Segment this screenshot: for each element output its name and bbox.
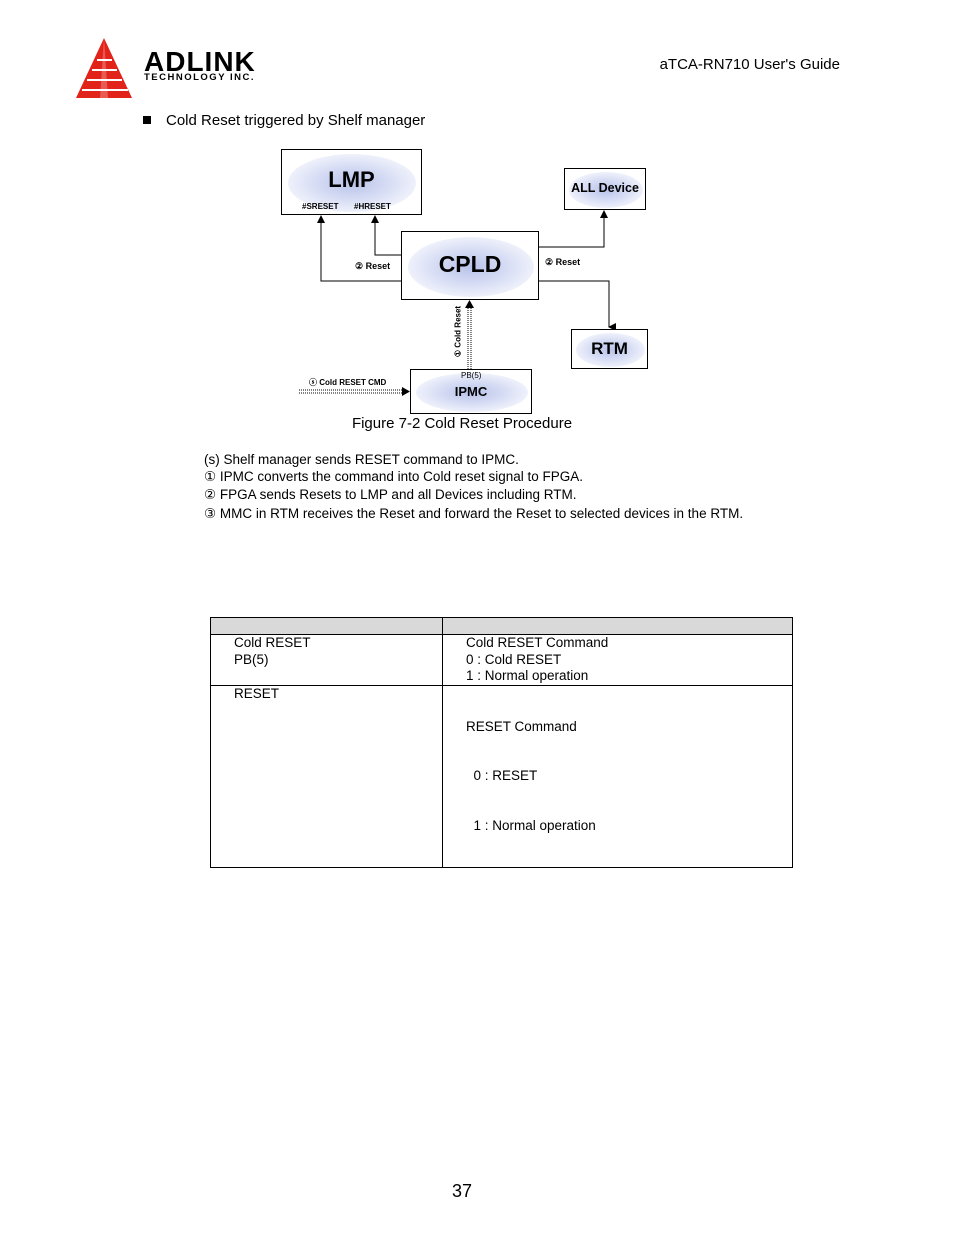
lmp-pin-sreset: #SRESET — [302, 202, 339, 211]
rtm-title: RTM — [591, 339, 628, 358]
signal-line: Cold RESET — [234, 635, 311, 650]
figure-caption: Figure 7-2 Cold Reset Procedure — [351, 415, 573, 432]
page-number: 37 — [451, 1181, 473, 1201]
lmp-block: LMP #SRESET #HRESET — [281, 149, 422, 215]
table-row: RESET RESET Command 0 : RESET 1 : Normal… — [210, 684, 793, 868]
signal-cell: RESET — [210, 684, 443, 868]
rtm-block: RTM — [571, 329, 648, 369]
table-row: Cold RESET PB(5) Cold RESET Command 0 : … — [210, 634, 793, 686]
description-line: 1 : Normal operation — [466, 668, 589, 683]
cpld-block: CPLD — [401, 231, 539, 300]
description-line: RESET Command — [466, 718, 577, 734]
step-s: (s) Shelf manager sends RESET command to… — [204, 452, 519, 467]
diagram-connectors — [299, 210, 616, 396]
table-header-row — [210, 617, 793, 635]
logo-text: ADLINK — [144, 46, 256, 77]
description-cell: Cold RESET Command 0 : Cold RESET 1 : No… — [442, 634, 793, 686]
cold-reset-diagram: LMP #SRESET #HRESET ALL Device CPLD RTM … — [0, 0, 954, 420]
logo-subtext: TECHNOLOGY INC. — [144, 72, 255, 83]
step-1: ① IPMC converts the command into Cold re… — [204, 469, 584, 484]
signal-line: RESET — [234, 685, 280, 701]
ipmc-title: IPMC — [454, 384, 488, 399]
description-line: 0 : Cold RESET — [466, 651, 562, 667]
description-line: 1 : Normal operation — [466, 817, 596, 833]
all-device-title: ALL Device — [571, 181, 639, 195]
adlink-logo: ADLINK TECHNOLOGY INC. — [72, 36, 282, 102]
reset-label-right: ② Reset — [545, 257, 581, 267]
bullet-text: Cold Reset triggered by Shelf manager — [166, 112, 426, 129]
signal-line: PB(5) — [234, 651, 269, 667]
lmp-pin-hreset: #HRESET — [354, 202, 391, 211]
all-device-block: ALL Device — [564, 168, 646, 210]
cpld-title: CPLD — [438, 251, 502, 277]
table-header-cell — [442, 617, 793, 635]
ipmc-pin: PB(5) — [461, 371, 482, 380]
reset-label-left: ② Reset — [355, 261, 391, 271]
table-header-cell — [210, 617, 443, 635]
bullet-square-icon — [143, 116, 151, 124]
lmp-title: LMP — [328, 167, 375, 192]
cold-reset-cmd-label: ⓢ Cold RESET CMD — [309, 378, 387, 387]
description-line: Cold RESET Command — [466, 635, 609, 650]
cold-reset-label: ① Cold Reset — [453, 305, 463, 358]
ipmc-block: PB(5) IPMC — [410, 369, 532, 414]
step-2: ② FPGA sends Resets to LMP and all Devic… — [204, 487, 577, 502]
description-cell: RESET Command 0 : RESET 1 : Normal opera… — [442, 684, 793, 868]
step-3: ③ MMC in RTM receives the Reset and forw… — [204, 506, 744, 521]
signal-cell: Cold RESET PB(5) — [210, 634, 443, 686]
description-line: 0 : RESET — [466, 768, 538, 783]
guide-title: aTCA-RN710 User's Guide — [659, 56, 840, 73]
signal-table: Cold RESET PB(5) Cold RESET Command 0 : … — [210, 617, 793, 868]
